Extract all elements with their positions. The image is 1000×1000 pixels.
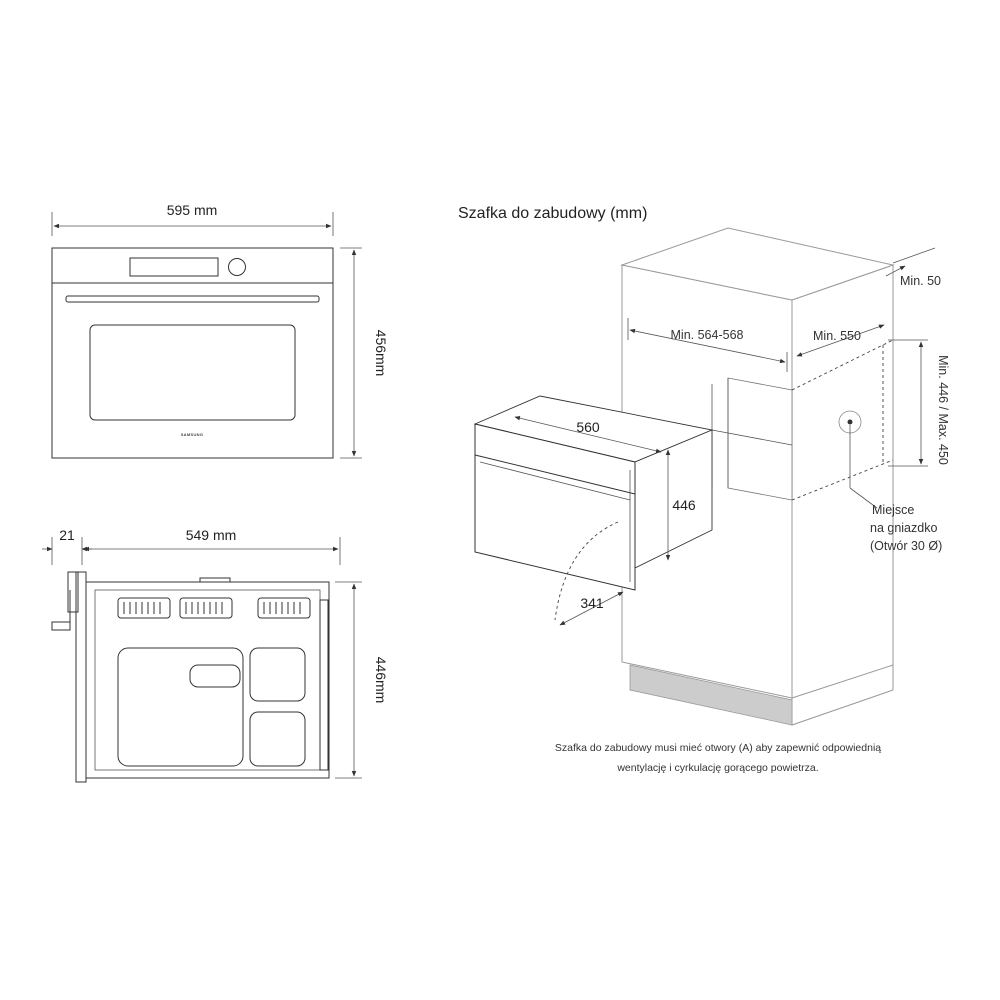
socket-label-line2: na gniazdko (870, 521, 937, 535)
cabinet-title: Szafka do zabudowy (mm) (458, 205, 647, 222)
oven-width-label: 560 (576, 419, 600, 435)
front-oven-body (51, 247, 334, 459)
oven-window (89, 324, 296, 421)
control-knob-icon (228, 258, 246, 276)
door-depth-label: 341 (580, 595, 604, 611)
cabinet-diagram: Szafka do zabudowy (mm) Miejsce na gniaz… (458, 205, 950, 774)
cabinet-min-width-label: Min. 564-568 (671, 328, 744, 342)
front-view: 595 mm SAMSUNG 456mm (51, 202, 389, 459)
socket-label-line1: Miejsce (872, 503, 914, 517)
side-front-depth-label: 21 (59, 527, 75, 543)
side-oven-body (85, 581, 330, 779)
ventilation-note-line2: wentylację i cyrkulację gorącego powietr… (616, 762, 818, 774)
control-display (129, 257, 219, 277)
cabinet-height-range-label: Min. 446 / Max. 450 (936, 355, 950, 465)
front-width-label: 595 mm (167, 202, 218, 218)
socket-label-line3: (Otwór 30 Ø) (870, 539, 942, 553)
oven-height-label: 446 (672, 497, 696, 513)
ventilation-note-line1: Szafka do zabudowy musi mieć otwory (A) … (555, 742, 881, 754)
side-depth-label: 549 mm (186, 527, 237, 543)
side-view: 21 549 mm (42, 527, 389, 783)
vent-slots (117, 597, 311, 619)
cabinet-plinth (629, 664, 793, 726)
door-handle (65, 295, 320, 303)
cabinet-min-depth-label: Min. 550 (813, 329, 861, 343)
cabinet-min-top-label: Min. 50 (900, 274, 941, 288)
front-height-label: 456mm (373, 330, 389, 377)
brand-logo: SAMSUNG (181, 432, 204, 437)
side-height-label: 446mm (373, 657, 389, 704)
